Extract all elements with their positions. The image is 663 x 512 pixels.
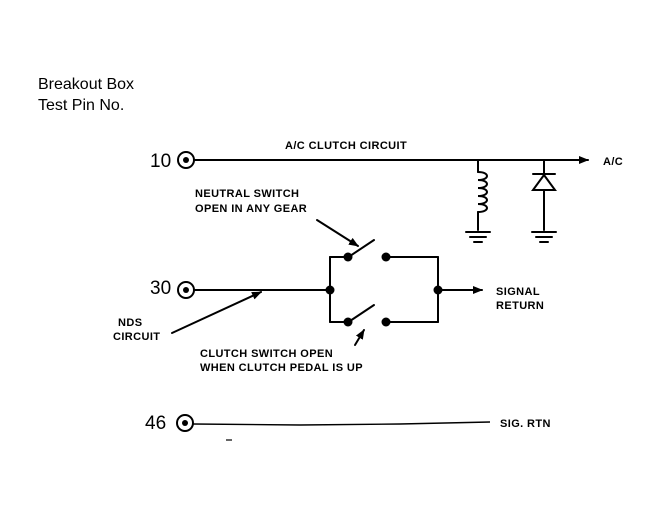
- clutch-switch-pointer-arrow: [354, 329, 365, 346]
- pin-10-number: 10: [150, 151, 171, 172]
- header-breakout-box: Breakout Box: [38, 76, 134, 93]
- neutral-switch-icon: [343, 239, 391, 262]
- parallel-switch-network: [325, 256, 443, 323]
- header-test-pin-no: Test Pin No.: [38, 97, 124, 114]
- clutch-coil-icon: [477, 159, 488, 231]
- sig-rtn-label: SIG. RTN: [500, 418, 551, 430]
- sig-rtn-wire: [192, 421, 491, 426]
- pin-30-number: 30: [150, 278, 171, 299]
- nds-circuit-pointer-arrow: [171, 291, 262, 334]
- clutch-switch-label-line2: WHEN CLUTCH PEDAL IS UP: [200, 362, 363, 374]
- diode-ground-icon: [531, 231, 557, 243]
- coil-ground-icon: [465, 231, 491, 243]
- ac-output-label: A/C: [603, 156, 623, 168]
- neutral-switch-pointer-arrow: [316, 219, 359, 247]
- signal-return-label-line2: RETURN: [496, 300, 544, 312]
- pin-46-terminal-icon: [176, 414, 194, 432]
- signal-return-label-line1: SIGNAL: [496, 286, 540, 298]
- pin-46-number: 46: [145, 413, 166, 434]
- ac-clutch-circuit-label: A/C CLUTCH CIRCUIT: [285, 140, 407, 152]
- clamp-diode-icon: [531, 159, 557, 231]
- clutch-switch-icon: [343, 304, 391, 327]
- pin-30-terminal-icon: [177, 281, 195, 299]
- pin-10-terminal-icon: [177, 151, 195, 169]
- nds-circuit-label-line2: CIRCUIT: [113, 331, 160, 343]
- nds-circuit-label-line1: NDS: [118, 317, 142, 329]
- neutral-switch-label-line2: OPEN IN ANY GEAR: [195, 203, 307, 215]
- clutch-switch-label-line1: CLUTCH SWITCH OPEN: [200, 348, 333, 360]
- neutral-switch-label-line1: NEUTRAL SWITCH: [195, 188, 299, 200]
